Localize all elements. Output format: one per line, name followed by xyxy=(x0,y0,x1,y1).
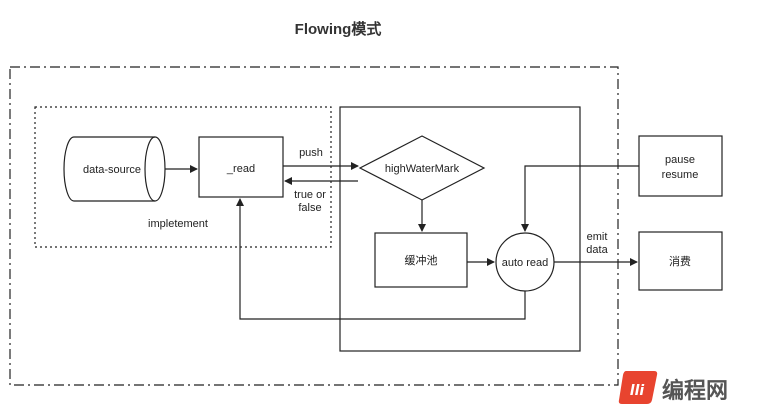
watermark: lli 编程网 xyxy=(618,371,728,404)
false-label: false xyxy=(298,202,321,214)
edge-pause-to-autoread xyxy=(521,165,639,232)
read-node xyxy=(198,136,284,198)
watermark-logo-icon xyxy=(618,371,658,404)
emit-label: emit xyxy=(587,231,608,243)
high-water-mark-label: highWaterMark xyxy=(385,163,460,175)
push-label: push xyxy=(299,147,323,159)
pause-label: pause xyxy=(665,154,695,166)
true-or-label: true or xyxy=(294,189,326,201)
buffer-pool-node xyxy=(374,232,468,288)
resume-label: resume xyxy=(662,169,699,181)
read-label: _read xyxy=(226,163,255,175)
data-source-node: data-source xyxy=(63,136,166,202)
edge-autoread-to-read xyxy=(236,198,526,320)
watermark-logo-text: lli xyxy=(630,383,645,399)
data-source-label: data-source xyxy=(83,164,141,176)
implement-group xyxy=(34,106,332,248)
watermark-text: 编程网 xyxy=(662,378,728,404)
consume-node xyxy=(638,231,723,291)
stream-internals-box xyxy=(339,106,581,352)
flowing-frame xyxy=(9,66,619,386)
buffer-pool-label: 缓冲池 xyxy=(405,253,438,267)
pause-resume-node xyxy=(638,135,723,197)
implement-label: impletement xyxy=(148,218,208,230)
consume-label: 消费 xyxy=(669,254,691,268)
diagram-title: Flowing模式 xyxy=(295,20,382,38)
auto-read-label: auto read xyxy=(502,257,548,269)
data-label: data xyxy=(586,244,608,256)
